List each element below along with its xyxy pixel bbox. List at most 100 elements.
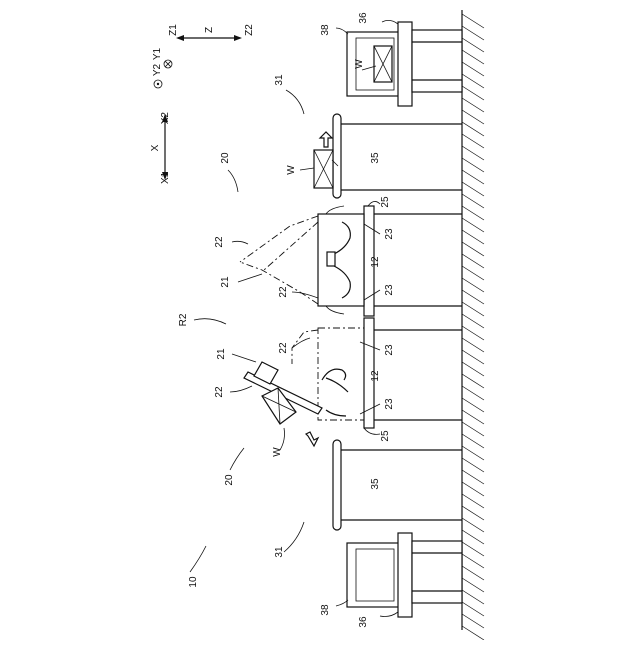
hatch-line — [462, 134, 484, 148]
hatch-line — [462, 494, 484, 508]
hatch-line — [462, 506, 484, 520]
hatch-line — [462, 206, 484, 220]
hatch-line — [462, 614, 484, 628]
hatch-line — [462, 26, 484, 40]
ref-31-top: 31 — [274, 74, 285, 86]
conveyor-lower — [333, 440, 462, 530]
hatch-line — [462, 290, 484, 304]
hatch-line — [462, 326, 484, 340]
door-lower-phantom — [292, 330, 318, 364]
hatch-line — [462, 158, 484, 172]
hatch-line — [462, 314, 484, 328]
axis-label-y2: Y2 — [152, 63, 163, 76]
hatch-line — [462, 98, 484, 112]
dot-symbol-icon — [154, 80, 162, 88]
ref-w-upper: W — [286, 165, 297, 175]
axis-label-z1: Z1 — [168, 24, 179, 36]
axis-label-x2: X2 — [160, 112, 171, 125]
ref-38-top: 38 — [320, 24, 331, 36]
hatch-line — [462, 38, 484, 52]
ref-22-upper-mid: 22 — [278, 286, 289, 298]
hatch-line — [462, 530, 484, 544]
axis-label-x: X — [150, 144, 161, 151]
hatch-line — [462, 626, 484, 640]
ref-20-lower: 20 — [224, 474, 235, 486]
station-bottom — [347, 533, 462, 617]
ref-25-lower: 25 — [380, 430, 391, 442]
hatch-line — [462, 278, 484, 292]
workpiece-top — [374, 46, 392, 82]
door-lower-open — [244, 362, 322, 424]
hatch-line — [462, 350, 484, 364]
ref-35-lower: 35 — [370, 478, 381, 490]
hatch-line — [462, 446, 484, 460]
hatch-line — [462, 398, 484, 412]
hatch-line — [462, 122, 484, 136]
ref-12-lower: 12 — [370, 370, 381, 382]
ref-22-upper-left: 22 — [214, 236, 225, 248]
arrow-z2-icon — [234, 35, 242, 41]
ref-25-upper: 25 — [380, 196, 391, 208]
hatch-line — [462, 386, 484, 400]
hatch-line — [462, 266, 484, 280]
axis-label-z2: Z2 — [244, 24, 255, 36]
machine-lower — [318, 318, 462, 428]
ref-38-bottom: 38 — [320, 604, 331, 616]
ref-12-upper: 12 — [370, 256, 381, 268]
cross-symbol-icon — [164, 60, 172, 68]
axis-label-z: Z — [204, 27, 215, 33]
ref-23-upper-a: 23 — [384, 228, 395, 240]
ref-23-lower-b: 23 — [384, 398, 395, 410]
hatch-line — [462, 110, 484, 124]
hatch-line — [462, 422, 484, 436]
ref-21-lower: 21 — [216, 348, 227, 360]
ref-21-upper: 21 — [220, 276, 231, 288]
axis-label-y1: Y1 — [152, 47, 163, 60]
ref-31-lower: 31 — [274, 546, 285, 558]
ref-r2: R2 — [178, 313, 189, 326]
ref-23-upper-b: 23 — [384, 284, 395, 296]
ref-35-top: 35 — [370, 152, 381, 164]
axis-label-x1: X1 — [160, 171, 171, 184]
hatch-line — [462, 338, 484, 352]
hatch-line — [462, 182, 484, 196]
hatch-line — [462, 554, 484, 568]
arrow-down-icon — [306, 432, 318, 446]
ref-w-lower: W — [272, 447, 283, 457]
ref-22-lower-dash: 22 — [278, 342, 289, 354]
hatch-line — [462, 362, 484, 376]
hatch-line — [462, 62, 484, 76]
hatch-line — [462, 254, 484, 268]
hatch-line — [462, 194, 484, 208]
hatch-line — [462, 590, 484, 604]
reference-numerals: 36 38 W 31 35 W 20 25 22 21 22 23 12 23 … — [178, 12, 395, 628]
hatch-line — [462, 542, 484, 556]
ref-23-lower-a: 23 — [384, 344, 395, 356]
ref-w-top: W — [354, 59, 365, 69]
ref-36-top: 36 — [358, 12, 369, 24]
conveyor-upper — [314, 114, 462, 198]
ground-hatching — [462, 10, 484, 640]
hatch-line — [462, 242, 484, 256]
hatch-line — [462, 146, 484, 160]
hatch-line — [462, 374, 484, 388]
hatch-line — [462, 14, 484, 28]
ref-10: 10 — [188, 576, 199, 588]
hatch-line — [462, 470, 484, 484]
hatch-line — [462, 74, 484, 88]
ref-22-lower-left: 22 — [214, 386, 225, 398]
arrow-up-icon — [320, 132, 332, 147]
hatch-line — [462, 218, 484, 232]
hatch-line — [462, 566, 484, 580]
hatch-line — [462, 482, 484, 496]
ref-36-bottom: 36 — [358, 616, 369, 628]
hatch-line — [462, 578, 484, 592]
workpiece-upper — [314, 150, 333, 188]
hatch-line — [462, 434, 484, 448]
hatch-line — [462, 602, 484, 616]
hatch-line — [462, 518, 484, 532]
coordinate-legend: Z1 Z Z2 Y2 Y1 X2 X X1 — [150, 24, 255, 184]
hatch-line — [462, 50, 484, 64]
